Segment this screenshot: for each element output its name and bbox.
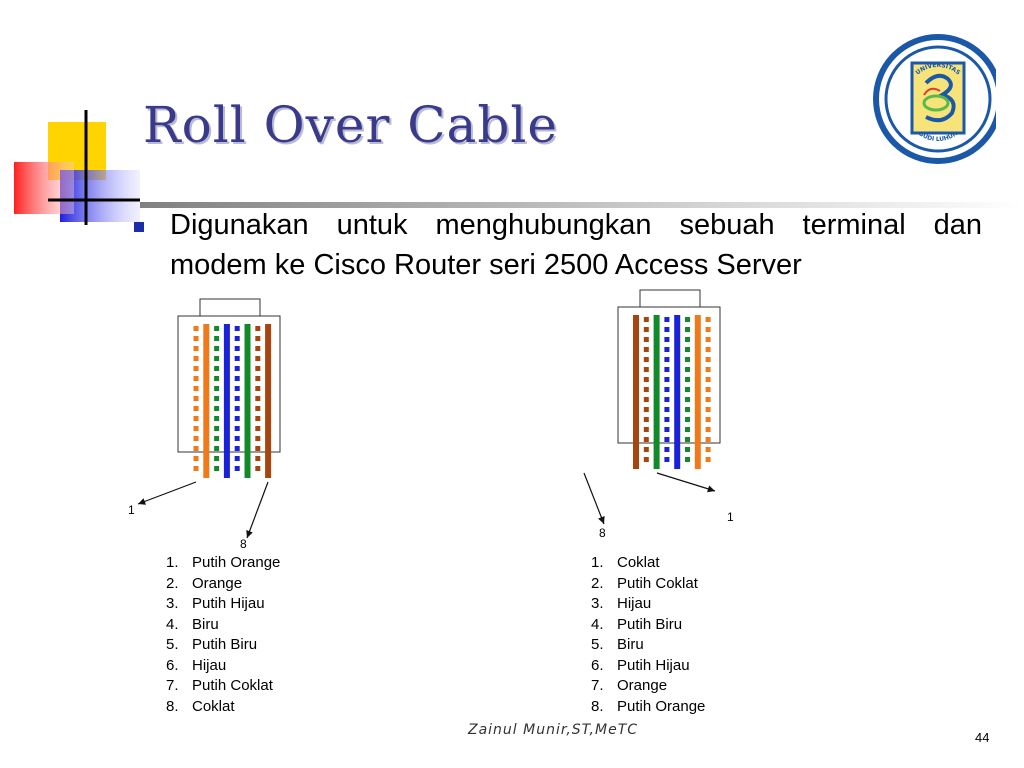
wire-label: Hijau (617, 595, 652, 612)
wire-label: Putih Biru (192, 636, 258, 653)
wire (265, 324, 272, 478)
wire (694, 315, 701, 469)
wire-label: Putih Coklat (617, 574, 698, 592)
wire-label: Putih Orange (617, 697, 706, 715)
wire-list-item: 4. Biru (166, 615, 280, 636)
right-wire-list: 1. Coklat 2. Putih Coklat 3. Hijau 4. Putih Bir… (591, 553, 705, 717)
wire-list-item: 2. Putih Coklat (591, 574, 705, 595)
wire-number: 3. (166, 595, 179, 612)
wire-number: 6. (166, 656, 179, 674)
wire-number: 6. (591, 656, 604, 674)
wire (705, 317, 711, 462)
wire-list-item: 8. Coklat (166, 697, 280, 718)
wire (633, 315, 639, 469)
wire-label: Putih Hijau (617, 656, 690, 674)
wire-list-item: 1. Coklat (591, 553, 705, 574)
wire (234, 326, 240, 471)
wire-label: Putih Biru (617, 615, 683, 633)
right-pin-first-label: 1 (727, 510, 734, 524)
wire-number: 5. (166, 636, 179, 653)
wire (664, 317, 670, 462)
slide-title: Roll Over Cable (143, 96, 558, 154)
decor-red-square (14, 162, 74, 214)
title-underline (140, 202, 1024, 208)
wire-list-item: 8. Putih Orange (591, 697, 705, 718)
wire (203, 324, 210, 478)
wire-label: Orange (192, 574, 243, 592)
wire-number: 4. (166, 615, 179, 633)
wire-label: Putih Orange (192, 554, 281, 571)
wire-number: 8. (591, 697, 604, 715)
wire-number: 3. (591, 595, 604, 612)
wire-number: 1. (591, 554, 604, 571)
wire-list-item: 3. Hijau (591, 594, 705, 615)
wire-label: Biru (617, 636, 644, 653)
wire-label: Putih Hijau (192, 595, 265, 612)
university-logo: UNIVERSITAS BUDI LUHUR (873, 34, 1004, 164)
wire (674, 315, 681, 469)
left-pin-first-label: 1 (128, 503, 135, 517)
wire (244, 324, 251, 478)
arrow-head (246, 530, 253, 538)
wire-label: Putih Coklat (192, 677, 273, 694)
wire (223, 324, 230, 478)
rj45-connector-right (583, 289, 721, 525)
wire-list-item: 4. Putih Biru (591, 615, 705, 636)
wire-number: 5. (591, 636, 604, 653)
wire (643, 317, 649, 462)
arrow-head (598, 516, 605, 524)
wire-number: 4. (591, 615, 604, 633)
decorative-squares (14, 110, 140, 225)
wire-number: 7. (166, 677, 179, 694)
right-pin-last-label: 8 (599, 526, 606, 540)
wire-label: Orange (617, 677, 668, 694)
left-wire-list: 1. Putih Orange 2. Orange 3. Putih Hijau 4. Bir… (166, 553, 280, 717)
pin-arrow (583, 472, 605, 525)
footer-author: Zainul Munir,ST,MeTC (468, 722, 639, 738)
pin-arrow (656, 472, 716, 492)
wire-label: Biru (192, 615, 219, 633)
left-pin-last-label: 8 (240, 537, 247, 551)
wire-list-item: 2. Orange (166, 574, 280, 595)
wire (685, 317, 690, 462)
plug-latch (639, 289, 701, 308)
wire-list-item: 1. Putih Orange (166, 553, 280, 574)
wire-list-item: 7. Putih Coklat (166, 676, 280, 697)
wire-number: 8. (166, 697, 179, 715)
bullet-text: Digunakan untuk menghubungkan sebuah ter… (170, 209, 982, 281)
pin-arrow (137, 481, 197, 505)
wire-label: Coklat (617, 554, 660, 571)
wire-list-item: 7. Orange (591, 676, 705, 697)
wire (193, 326, 199, 471)
wire (214, 326, 220, 471)
wire (653, 315, 660, 469)
bullet-marker (134, 222, 144, 232)
wire-number: 2. (591, 574, 604, 592)
wire-number: 1. (166, 554, 179, 571)
page-number: 44 (975, 730, 990, 745)
wire-list-item: 3. Putih Hijau (166, 594, 280, 615)
wire-list-item: 5. Biru (591, 635, 705, 656)
wire-number: 2. (166, 574, 179, 592)
arrow-head (707, 485, 715, 493)
wire-label: Hijau (192, 656, 227, 674)
wire-list-item: 6. Hijau (166, 656, 280, 677)
wire-label: Coklat (192, 697, 235, 715)
wire (255, 326, 261, 471)
wire-number: 7. (591, 677, 604, 694)
pin-arrow (246, 481, 269, 539)
plug-latch (199, 298, 261, 317)
arrow-head (138, 498, 146, 505)
wire-list-item: 5. Putih Biru (166, 635, 280, 656)
wire-list-item: 6. Putih Hijau (591, 656, 705, 677)
rj45-connector-left (137, 298, 281, 539)
